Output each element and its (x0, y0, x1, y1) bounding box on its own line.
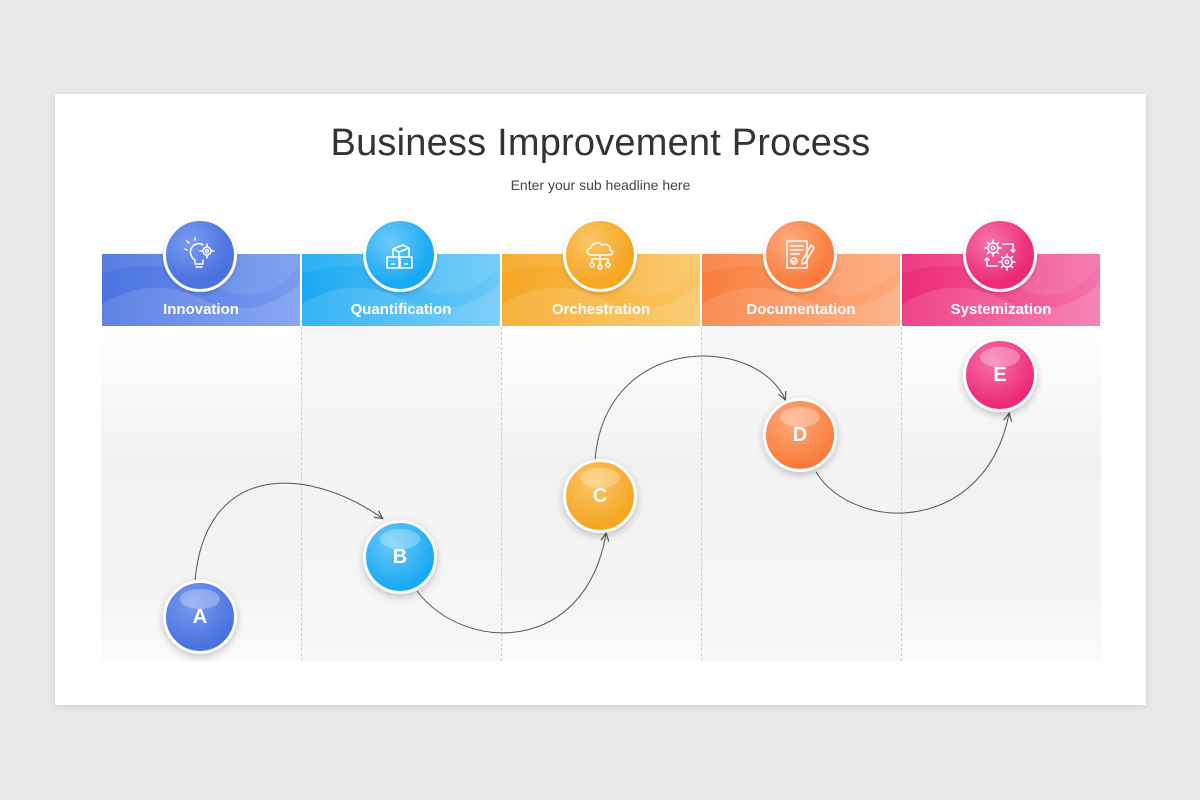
step-circle-b: B (363, 520, 437, 594)
step-letter: E (993, 363, 1007, 386)
arrow-c-to-d (594, 355, 785, 461)
boxes-icon (363, 218, 437, 292)
stage-label: Orchestration (551, 301, 651, 318)
step-letter: D (792, 423, 808, 446)
column-divider (501, 327, 502, 661)
stage-label: Innovation (163, 301, 239, 318)
slide-subtitle: Enter your sub headline here (510, 177, 691, 193)
process-flow-arrows (194, 355, 1146, 634)
arrow-a-to-b (194, 482, 382, 582)
column-divider (301, 327, 302, 661)
slide: Business Improvement Process Enter your … (55, 94, 1146, 705)
step-letter: A (192, 605, 208, 628)
gears-flow-icon (963, 218, 1037, 292)
step-circle-e: E (963, 338, 1037, 412)
arrow-d-to-e (815, 414, 1009, 514)
cloud-network-icon (563, 218, 637, 292)
stage-label: Systemization (950, 301, 1052, 318)
stage-label: Documentation (746, 301, 856, 318)
column-divider (901, 327, 902, 661)
stage-label: Quantification (350, 301, 452, 318)
column-divider (701, 327, 702, 661)
step-circle-d: D (763, 398, 837, 472)
stage-column-2 (301, 327, 501, 661)
lightbulb-gear-icon (163, 218, 237, 292)
stage-column-4 (701, 327, 901, 661)
step-letter: B (392, 545, 408, 568)
step-letter: C (592, 484, 608, 507)
arrow-b-to-c (416, 534, 606, 634)
slide-title: Business Improvement Process (330, 122, 871, 164)
step-circle-c: C (563, 459, 637, 533)
document-pen-icon (763, 218, 837, 292)
stage-header-innovation: Innovation (102, 254, 300, 326)
step-circle-a: A (163, 580, 237, 654)
